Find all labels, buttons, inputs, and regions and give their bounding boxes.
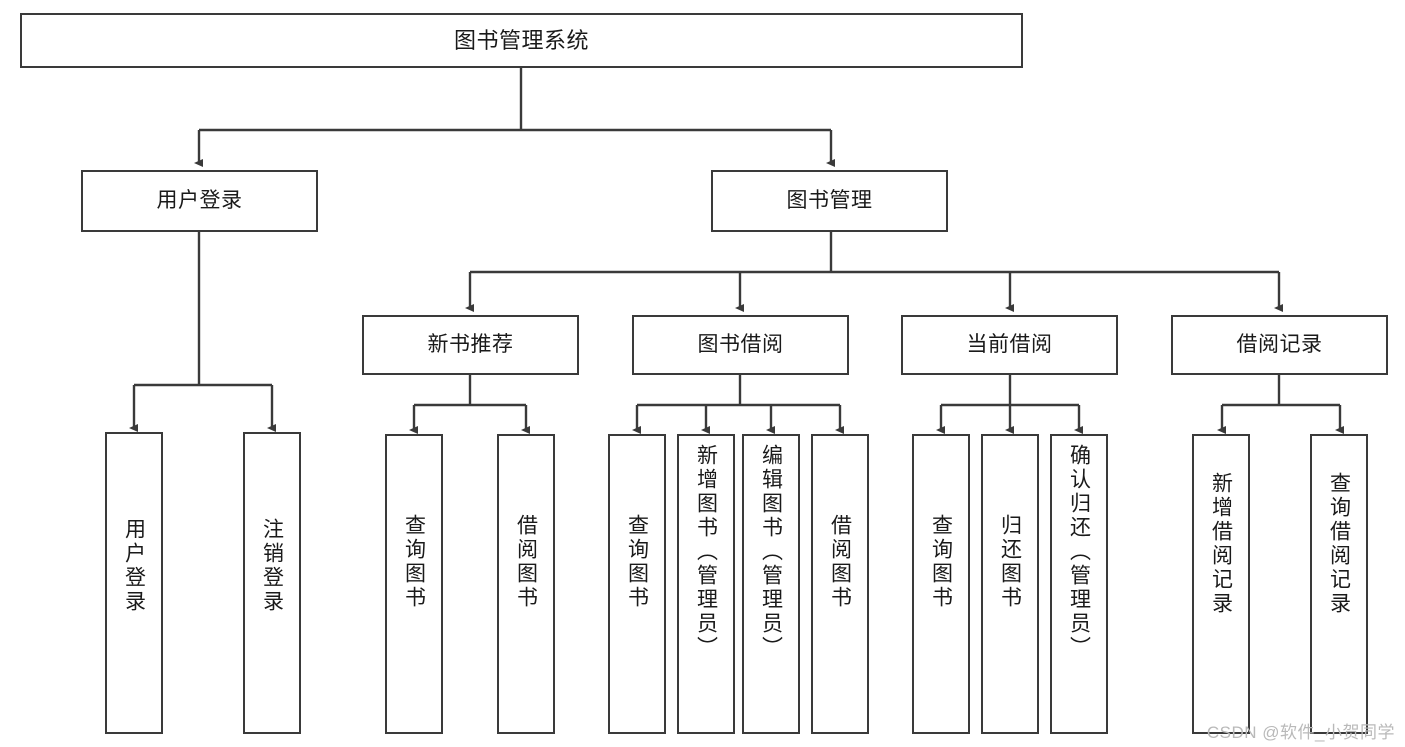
node-label: 图书管理系统	[453, 27, 589, 53]
leaf-query-borrow-record[interactable]: 查询借阅记录	[1310, 434, 1368, 734]
leaf-return-book[interactable]: 归还图书	[981, 434, 1039, 734]
node-label: 借阅图书	[828, 514, 852, 610]
node-label: 用户登录	[156, 188, 243, 212]
node-label: 新增图书（管理员）	[694, 444, 718, 660]
node-label: 用户登录	[122, 518, 146, 614]
node-borrow-record[interactable]: 借阅记录	[1171, 315, 1388, 375]
leaf-query-book-current[interactable]: 查询图书	[912, 434, 970, 734]
node-label: 借阅记录	[1236, 332, 1323, 356]
node-label: 查询借阅记录	[1327, 472, 1351, 616]
node-label: 新增借阅记录	[1209, 472, 1233, 616]
node-label: 借阅图书	[514, 514, 538, 610]
leaf-confirm-return-admin[interactable]: 确认归还（管理员）	[1050, 434, 1108, 734]
node-label: 编辑图书（管理员）	[759, 444, 783, 660]
node-new-book-recommend[interactable]: 新书推荐	[362, 315, 579, 375]
node-current-borrow[interactable]: 当前借阅	[901, 315, 1118, 375]
node-label: 归还图书	[998, 514, 1022, 610]
leaf-logout-login[interactable]: 注销登录	[243, 432, 301, 734]
leaf-user-login[interactable]: 用户登录	[105, 432, 163, 734]
node-label: 注销登录	[260, 518, 284, 614]
node-label: 当前借阅	[966, 332, 1053, 356]
node-label: 查询图书	[625, 514, 649, 610]
node-label: 确认归还（管理员）	[1067, 444, 1091, 660]
leaf-edit-book-admin[interactable]: 编辑图书（管理员）	[742, 434, 800, 734]
node-label: 查询图书	[402, 514, 426, 610]
leaf-add-borrow-record[interactable]: 新增借阅记录	[1192, 434, 1250, 734]
node-book-borrow[interactable]: 图书借阅	[632, 315, 849, 375]
node-label: 图书借阅	[697, 332, 784, 356]
node-label: 新书推荐	[427, 332, 514, 356]
leaf-borrow-book-new[interactable]: 借阅图书	[497, 434, 555, 734]
leaf-borrow-book[interactable]: 借阅图书	[811, 434, 869, 734]
watermark: CSDN @软件_小贺同学	[1206, 723, 1395, 742]
leaf-add-book-admin[interactable]: 新增图书（管理员）	[677, 434, 735, 734]
node-label: 查询图书	[929, 514, 953, 610]
node-user-login[interactable]: 用户登录	[81, 170, 318, 232]
node-book-management[interactable]: 图书管理	[711, 170, 948, 232]
leaf-query-book-borrow[interactable]: 查询图书	[608, 434, 666, 734]
node-root-system[interactable]: 图书管理系统	[20, 13, 1023, 68]
node-label: 图书管理	[786, 188, 873, 212]
leaf-query-book-new[interactable]: 查询图书	[385, 434, 443, 734]
